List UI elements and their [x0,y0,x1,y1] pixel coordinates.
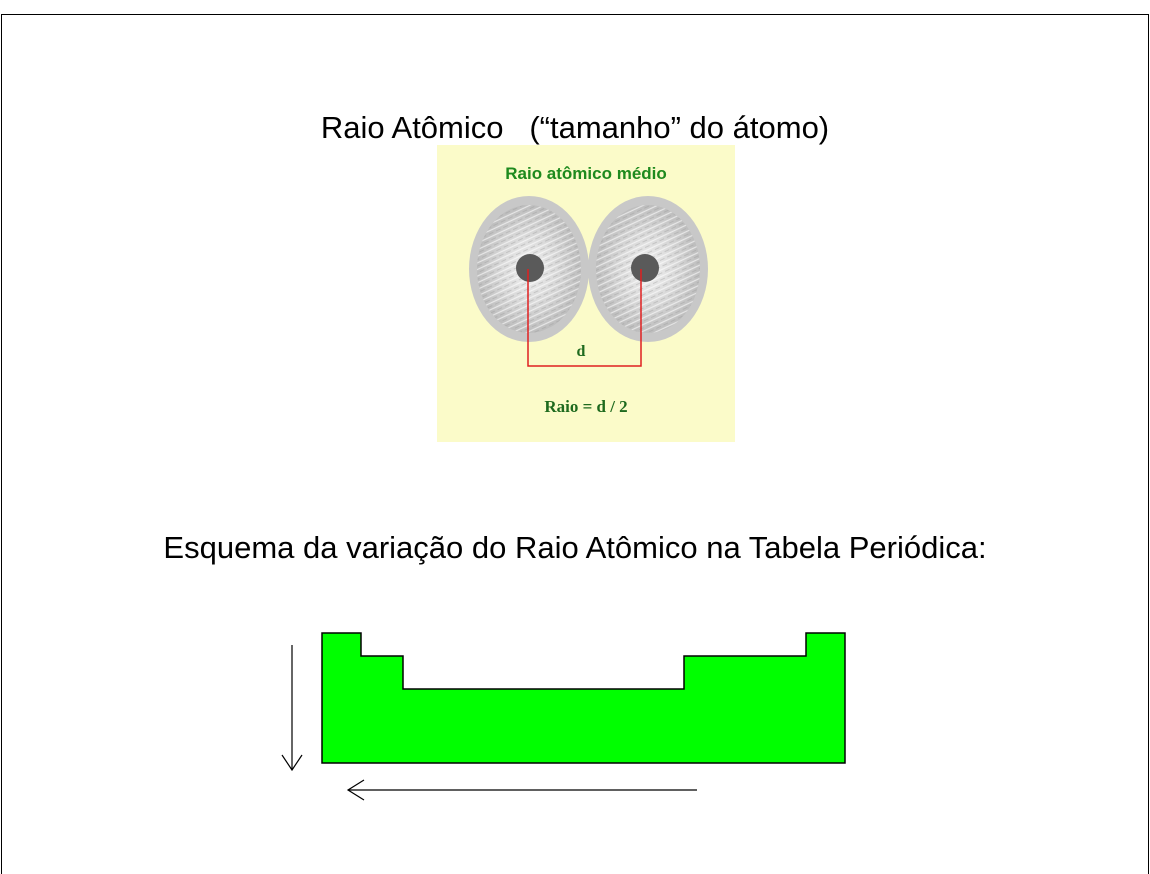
nucleus-right [631,254,659,282]
left-arrow [346,779,697,801]
figure-title: Raio atômico médio [505,164,667,183]
distance-label: d [576,343,586,360]
atom-right [588,196,708,342]
slide-title: Raio Atômico (“tamanho” do átomo) [320,110,830,145]
periodic-table-shape [321,632,846,764]
scheme-subtitle: Esquema da variação do Raio Atômico na T… [163,530,987,565]
slide-frame [1,14,1149,874]
radius-formula: Raio = d / 2 [544,397,628,416]
down-arrow [281,645,303,772]
atom-left [469,196,589,342]
distance-line [527,269,642,367]
nucleus-left [516,254,544,282]
